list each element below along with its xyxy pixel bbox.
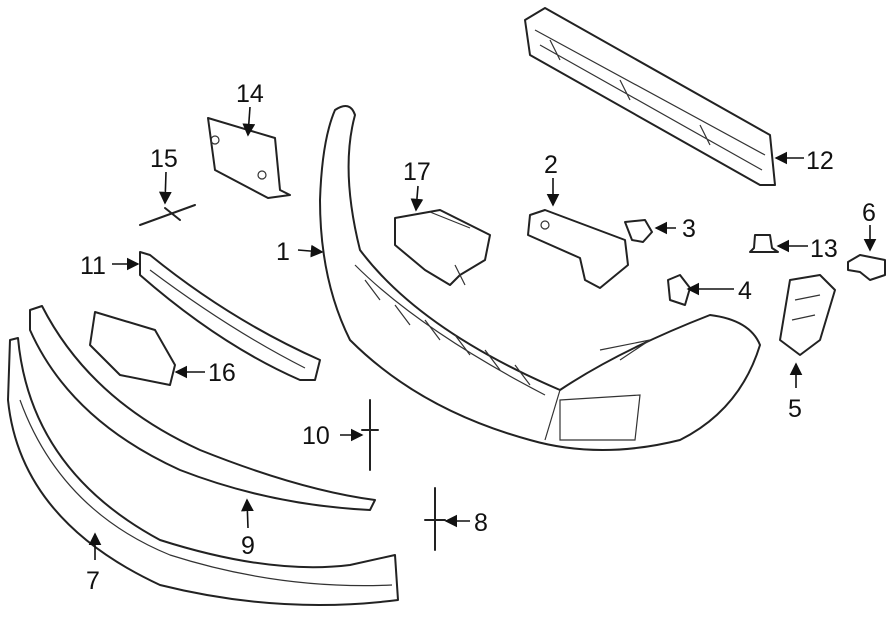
callout-4: 4 <box>738 277 752 305</box>
callout-11: 11 <box>80 252 106 280</box>
callout-6: 6 <box>862 199 876 227</box>
stud-15 <box>139 204 196 226</box>
stud-10 <box>361 399 379 471</box>
callout-13: 13 <box>810 235 838 263</box>
radar-module-16 <box>89 311 176 386</box>
callout-2: 2 <box>544 151 558 179</box>
callout-12: 12 <box>806 147 834 175</box>
callout-8: 8 <box>474 509 488 537</box>
bracket-6 <box>847 254 886 281</box>
callout-17: 17 <box>403 158 431 186</box>
bracket-5 <box>779 274 836 356</box>
bracket-2 <box>527 209 629 289</box>
grille-11 <box>139 251 321 381</box>
callout-15: 15 <box>150 145 178 173</box>
sensor-module-17 <box>394 209 491 286</box>
lower-valance-7 <box>7 337 399 606</box>
callout-7: 7 <box>86 567 100 595</box>
callout-5: 5 <box>788 395 802 423</box>
callout-16: 16 <box>208 359 236 387</box>
callout-3: 3 <box>682 215 696 243</box>
callout-9: 9 <box>241 532 255 560</box>
callout-10: 10 <box>302 422 330 450</box>
leader-lines <box>88 106 877 560</box>
push-pin-13 <box>749 234 779 253</box>
license-bracket-14 <box>207 117 291 199</box>
bumper-reinforcement-12 <box>524 7 776 186</box>
clip-4 <box>667 274 691 306</box>
callout-1: 1 <box>276 238 290 266</box>
bumper-cover-1 <box>319 105 761 451</box>
stud-8 <box>424 487 446 551</box>
clip-3 <box>624 219 653 243</box>
callout-14: 14 <box>236 80 264 108</box>
molding-9 <box>29 305 376 511</box>
